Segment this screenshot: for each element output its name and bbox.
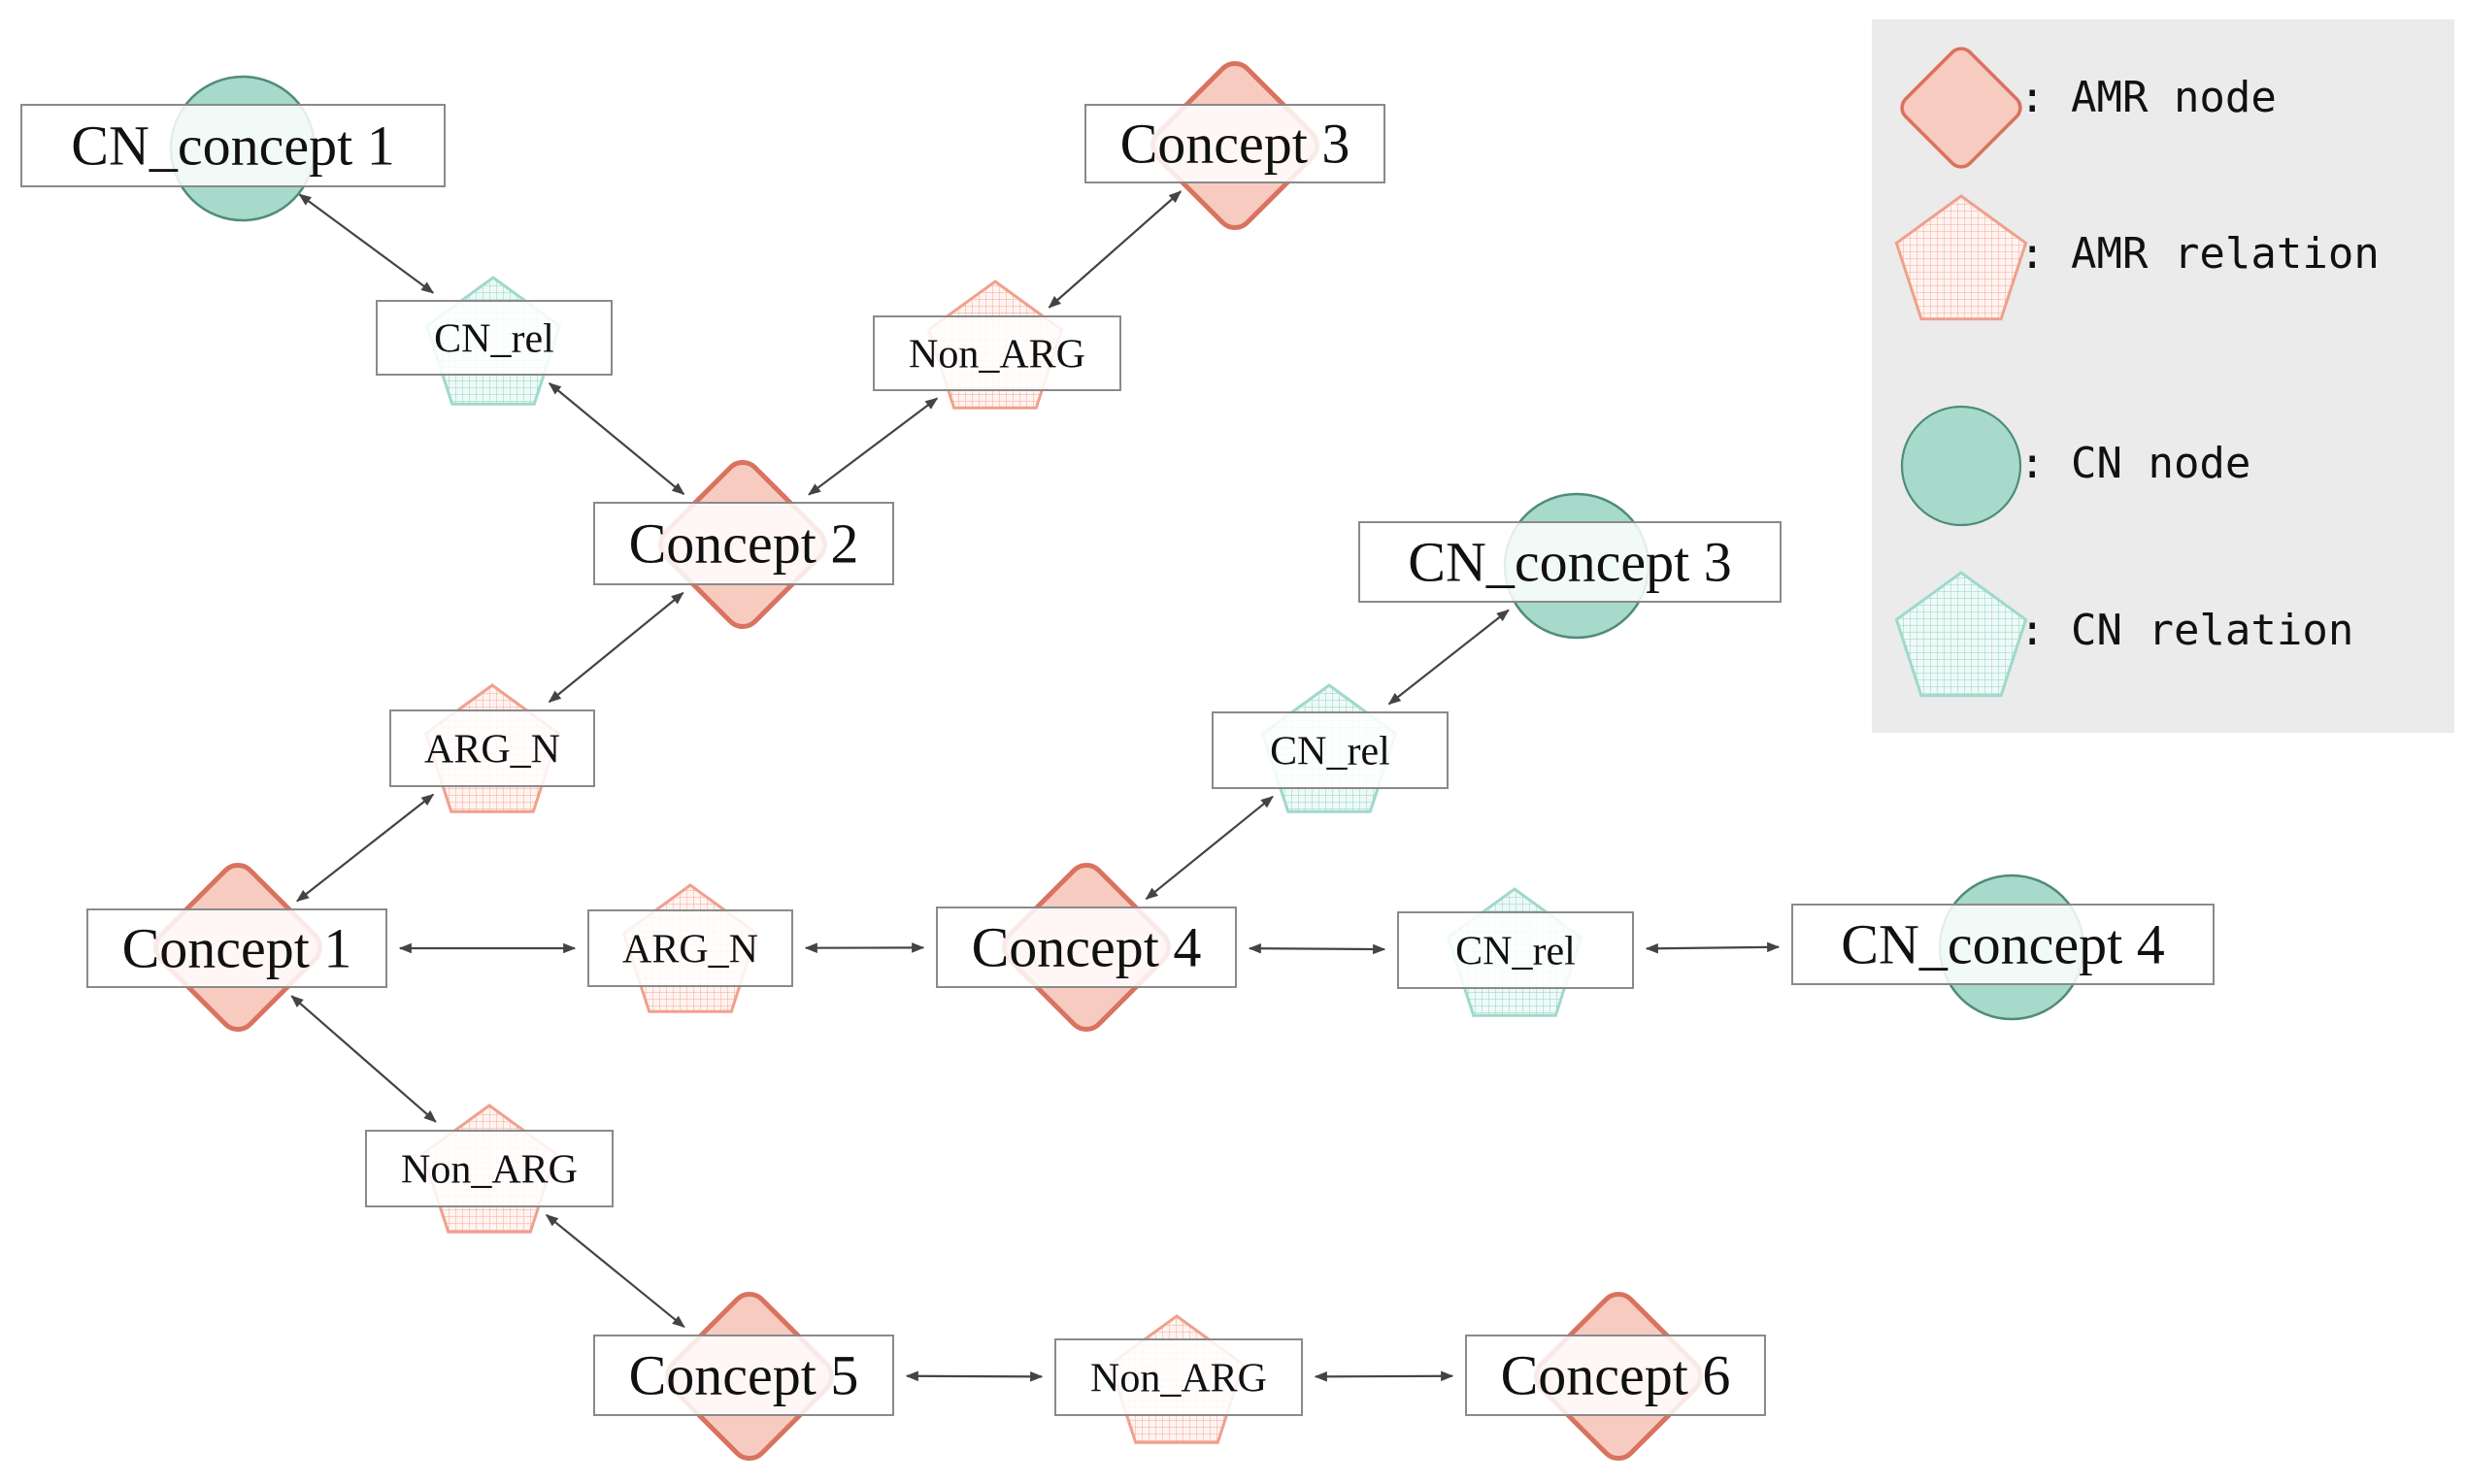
legend: : AMR node : AMR relation : CN node : CN re… — [1872, 19, 2454, 733]
legend-label: : AMR node — [2019, 73, 2277, 122]
edges-layer — [290, 190, 1781, 1382]
rel_nonarg_c-label: Non_ARG — [1090, 1356, 1267, 1401]
rel_cn_c-label-box — [1397, 911, 1634, 989]
cn3-label: CN_concept 3 — [1408, 531, 1731, 594]
node-rel_argn_a: ARG_N — [389, 683, 595, 813]
rel_nonarg_b-label-box — [365, 1130, 614, 1207]
legend-item-amr_rel: : AMR relation — [1894, 194, 2380, 321]
node-cn1: CN_concept 1 — [20, 75, 446, 222]
c6-label: Concept 6 — [1501, 1344, 1731, 1407]
pentagon-icon — [1894, 571, 2028, 698]
rel_cn_a-label-box — [376, 300, 613, 376]
edge-rel_nonarg_a-c2 — [808, 397, 939, 496]
node-rel_nonarg_b: Non_ARG — [365, 1104, 614, 1234]
c1-label-box — [86, 908, 387, 988]
edge-c2-rel_argn_a — [548, 591, 684, 704]
node-c5: Concept 5 — [593, 1291, 894, 1462]
rel_nonarg_a-label-box — [873, 315, 1121, 391]
pentagon-icon — [1894, 194, 2028, 321]
c5-label: Concept 5 — [629, 1344, 859, 1407]
node-c3: Concept 3 — [1084, 60, 1385, 231]
legend-item-cn_node: : CN node — [1900, 405, 2250, 527]
node-rel_cn_c: CN_rel — [1397, 887, 1634, 1017]
node-rel_cn_a: CN_rel — [376, 276, 613, 406]
edge-cn1-rel_cn_a — [298, 193, 435, 294]
cn1-label-box — [20, 104, 446, 187]
rel_argn_a-label-box — [389, 709, 595, 787]
legend-label: : CN relation — [2019, 606, 2353, 655]
cn3-label-box — [1358, 521, 1782, 603]
node-c2: Concept 2 — [593, 459, 894, 630]
edge-rel_argn_a-c1 — [296, 793, 435, 903]
c1-label: Concept 1 — [122, 917, 352, 980]
node-c6: Concept 6 — [1465, 1291, 1766, 1462]
circle-icon — [1900, 405, 2022, 527]
c3-label-box — [1084, 104, 1385, 183]
c2-label-box — [593, 502, 894, 585]
edge-c1-rel_nonarg_b — [290, 995, 437, 1123]
c5-label-box — [593, 1335, 894, 1416]
node-cn4: CN_concept 4 — [1791, 874, 2215, 1021]
rel_nonarg_b-label: Non_ARG — [401, 1147, 578, 1192]
node-cn3: CN_concept 3 — [1358, 492, 1782, 640]
cn1-label: CN_concept 1 — [71, 115, 394, 178]
rel_cn_b-label: CN_rel — [1270, 729, 1390, 774]
node-rel_nonarg_a: Non_ARG — [873, 280, 1121, 410]
cn4-label: CN_concept 4 — [1841, 913, 2164, 976]
rel_argn_a-label: ARG_N — [424, 727, 560, 772]
edge-c5-rel_nonarg_c — [905, 1370, 1044, 1382]
edge-rel_cn_b-c4 — [1145, 795, 1274, 901]
rel_cn_a-label: CN_rel — [434, 316, 554, 361]
cn4-label-box — [1791, 904, 2215, 985]
edge-rel_cn_c-cn4 — [1645, 941, 1781, 954]
legend-item-amr_node: : AMR node — [1900, 47, 2277, 169]
legend-items: : AMR node : AMR relation : CN node : CN re… — [1894, 47, 2380, 698]
legend-label: : AMR relation — [2019, 229, 2380, 279]
edge-c3-rel_nonarg_a — [1048, 190, 1183, 309]
edge-cn3-rel_cn_b — [1387, 609, 1510, 706]
legend-item-cn_rel: : CN relation — [1894, 571, 2353, 698]
rel_cn_b-label-box — [1212, 711, 1449, 789]
rel_nonarg_a-label: Non_ARG — [909, 332, 1085, 377]
rel_argn_b-label: ARG_N — [622, 927, 758, 972]
rel_nonarg_c-label-box — [1054, 1338, 1303, 1416]
c6-label-box — [1465, 1335, 1766, 1416]
node-rel_argn_b: ARG_N — [587, 883, 793, 1013]
edge-rel_nonarg_b-c5 — [545, 1213, 685, 1329]
node-c4: Concept 4 — [936, 862, 1237, 1033]
node-c1: Concept 1 — [86, 862, 387, 1033]
c4-label-box — [936, 907, 1237, 988]
edge-rel_cn_a-c2 — [548, 382, 685, 495]
c2-label: Concept 2 — [629, 512, 859, 576]
node-rel_nonarg_c: Non_ARG — [1054, 1314, 1303, 1444]
node-rel_cn_b: CN_rel — [1212, 683, 1449, 813]
rel_cn_c-label: CN_rel — [1455, 929, 1576, 973]
c3-label: Concept 3 — [1120, 113, 1350, 176]
rel_argn_b-label-box — [587, 909, 793, 987]
edge-c4-rel_cn_c — [1248, 942, 1386, 955]
edge-rel_nonarg_c-c6 — [1314, 1370, 1454, 1382]
diamond-icon — [1900, 47, 2022, 169]
legend-label: : CN node — [2019, 439, 2250, 488]
c4-label: Concept 4 — [972, 916, 1202, 979]
